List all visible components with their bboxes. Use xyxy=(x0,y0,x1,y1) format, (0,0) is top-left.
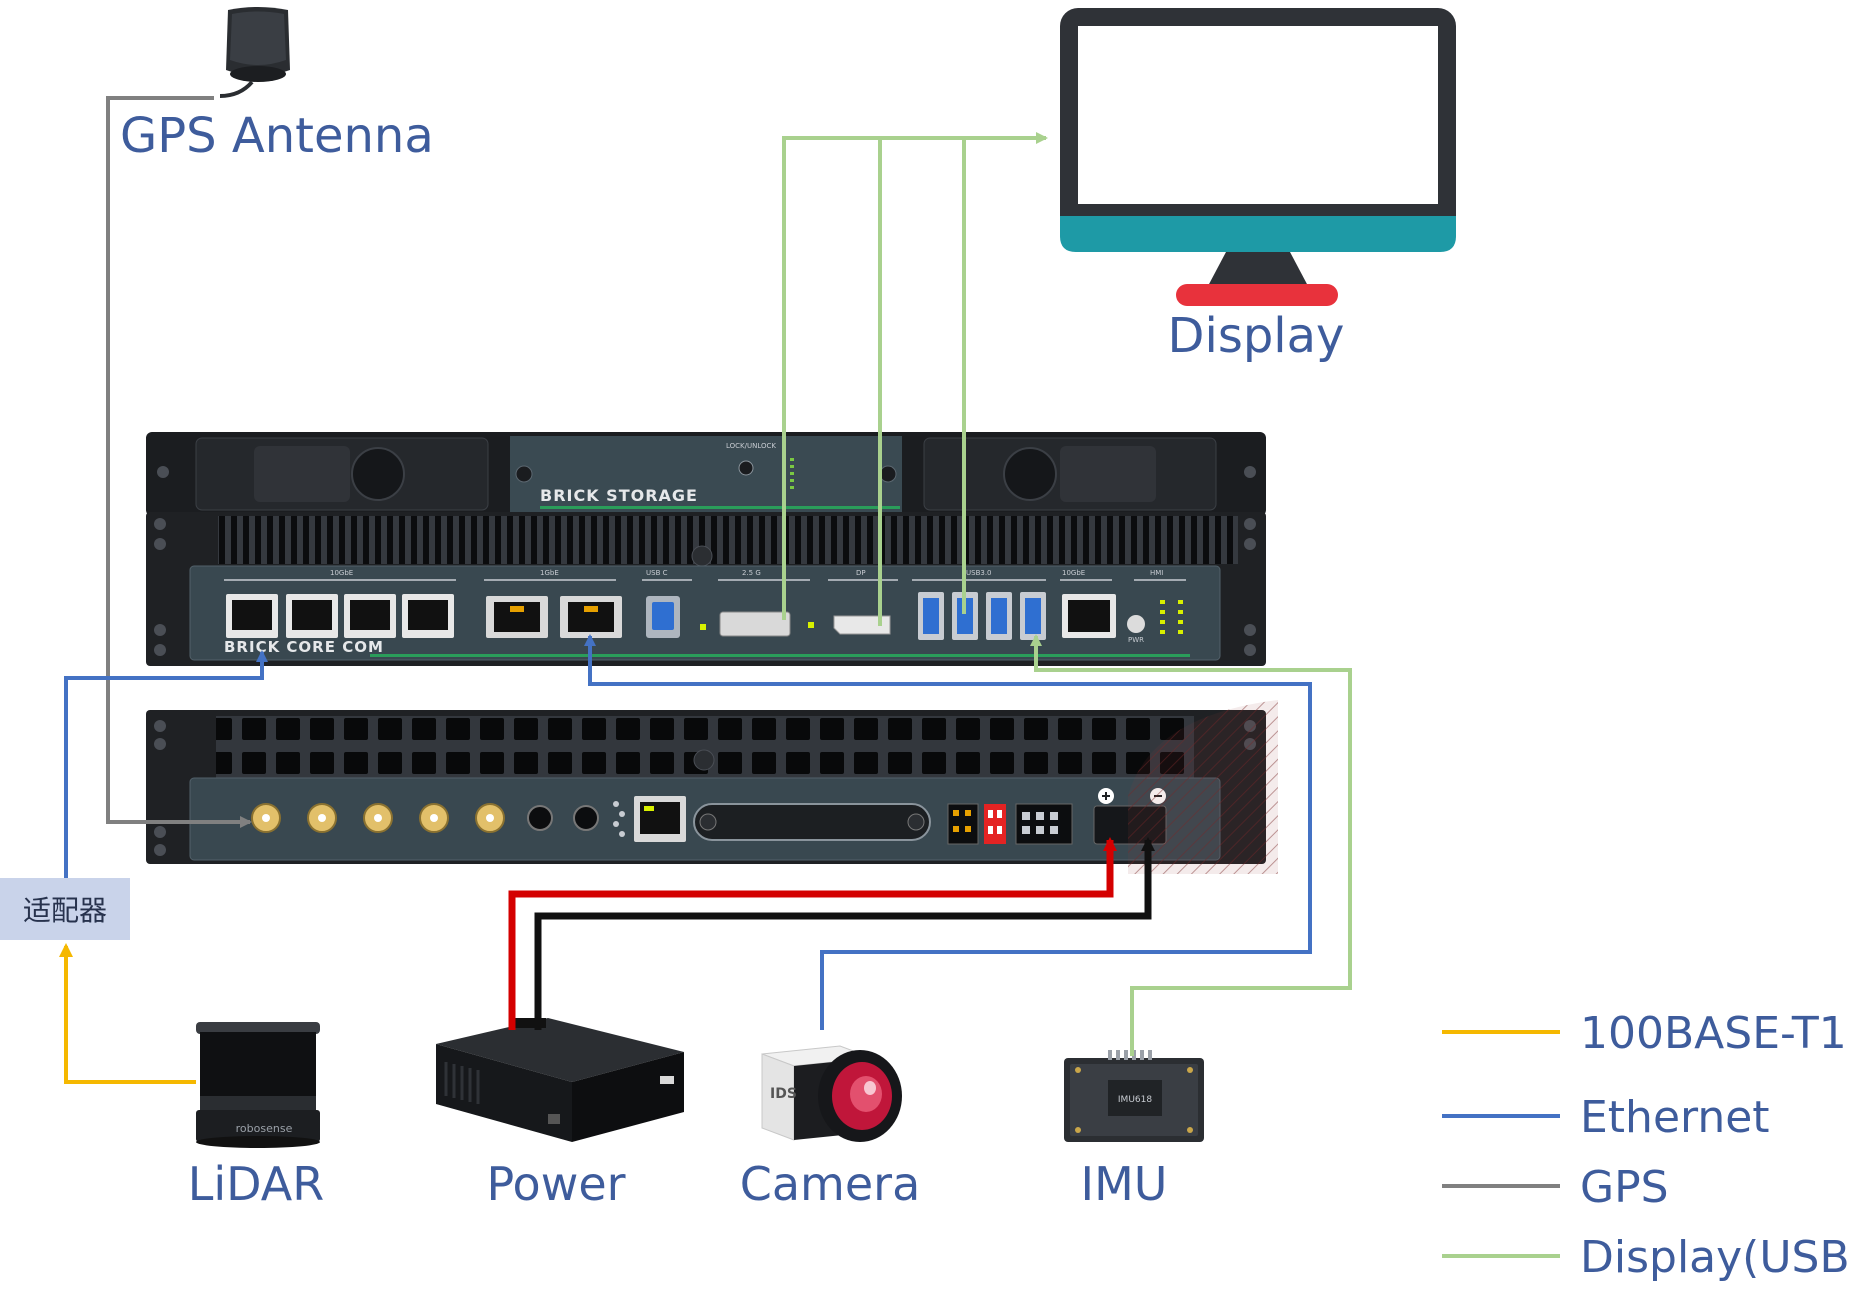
lidar-brand: robosense xyxy=(236,1122,293,1135)
legend-label-ethernet: Ethernet xyxy=(1580,1092,1770,1143)
legend-label-t1: 100BASE-T1 xyxy=(1580,1008,1847,1059)
camera-ethernet-cable xyxy=(584,634,1312,1030)
svg-text:PWR: PWR xyxy=(1128,636,1144,644)
imu-device: IMU618 xyxy=(1064,1050,1204,1142)
imu-usb-cable xyxy=(1030,634,1352,1056)
legend-label-display-usb: Display(USB) xyxy=(1580,1232,1850,1283)
svg-text:HMI: HMI xyxy=(1150,569,1163,577)
display-monitor xyxy=(1060,8,1456,306)
camera-device: IDS xyxy=(761,1045,902,1142)
svg-text:DP: DP xyxy=(856,569,866,577)
svg-text:LOCK/UNLOCK: LOCK/UNLOCK xyxy=(726,442,776,450)
camera-brand: IDS xyxy=(770,1086,797,1102)
imu-chip-label: IMU618 xyxy=(1118,1095,1152,1105)
svg-text:USB C: USB C xyxy=(646,569,668,577)
core-com-unit-name: BRICK CORE COM xyxy=(224,638,384,656)
adapter-ethernet-cable xyxy=(64,650,268,878)
gps-antenna-label: GPS Antenna xyxy=(120,108,434,164)
camera-label: Camera xyxy=(740,1157,921,1211)
adapter-label: 适配器 xyxy=(23,894,107,927)
svg-text:10GbE: 10GbE xyxy=(330,569,353,577)
adapter-box xyxy=(0,878,130,940)
legend: 100BASE-T1 Ethernet GPS Display(USB) xyxy=(1442,1008,1850,1283)
power-supply-device xyxy=(436,1018,684,1142)
legend-label-gps: GPS xyxy=(1580,1162,1669,1213)
lidar-device: robosense xyxy=(196,1022,320,1148)
power-positive-cable xyxy=(508,837,1117,1030)
svg-text:10GbE: 10GbE xyxy=(1062,569,1085,577)
bottom-io-unit xyxy=(146,700,1278,874)
svg-text:USB3.0: USB3.0 xyxy=(966,569,992,577)
power-negative-cable xyxy=(534,837,1155,1030)
svg-text:2.5 G: 2.5 G xyxy=(742,569,761,577)
gps-cable xyxy=(106,96,252,828)
storage-unit: LOCK/UNLOCK BRICK STORAGE xyxy=(146,432,1266,516)
display-label: Display xyxy=(1168,308,1345,364)
storage-unit-name: BRICK STORAGE xyxy=(540,486,698,505)
imu-label: IMU xyxy=(1081,1157,1168,1211)
display-usb-cables xyxy=(782,132,1048,626)
power-label: Power xyxy=(486,1157,625,1211)
svg-text:1GbE: 1GbE xyxy=(540,569,559,577)
core-com-unit: 10GbE 1GbE USB C 2.5 G DP USB3.0 10GbE H… xyxy=(146,512,1266,666)
lidar-t1-cable xyxy=(59,943,196,1084)
gps-antenna xyxy=(219,7,290,98)
lidar-label: LiDAR xyxy=(188,1157,324,1211)
